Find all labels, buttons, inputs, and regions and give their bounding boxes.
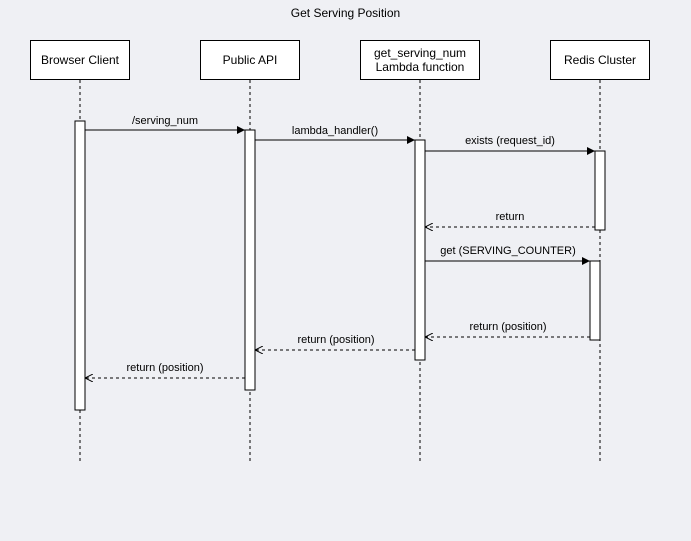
participant-browser-client: Browser Client: [30, 40, 130, 80]
participant-redis-cluster: Redis Cluster: [550, 40, 650, 80]
activation-browser: [74, 120, 86, 411]
activation-redis-1: [594, 150, 606, 231]
participant-lambda-function: get_serving_num Lambda function: [360, 40, 480, 80]
activation-lambda: [414, 139, 426, 361]
message-label-return: return: [495, 211, 525, 223]
message-label-get-counter: get (SERVING_COUNTER): [440, 245, 576, 257]
diagram-title: Get Serving Position: [290, 6, 401, 20]
message-label-serving-num: /serving_num: [131, 115, 199, 127]
message-label-return-position-api: return (position): [126, 362, 204, 374]
message-label-return-position-redis: return (position): [469, 321, 547, 333]
activation-redis-2: [589, 260, 601, 341]
participant-public-api: Public API: [200, 40, 300, 80]
message-label-return-position-lambda: return (position): [297, 334, 375, 346]
activation-api: [244, 129, 256, 391]
message-label-exists: exists (request_id): [465, 135, 555, 147]
message-label-lambda-handler: lambda_handler(): [291, 125, 379, 137]
